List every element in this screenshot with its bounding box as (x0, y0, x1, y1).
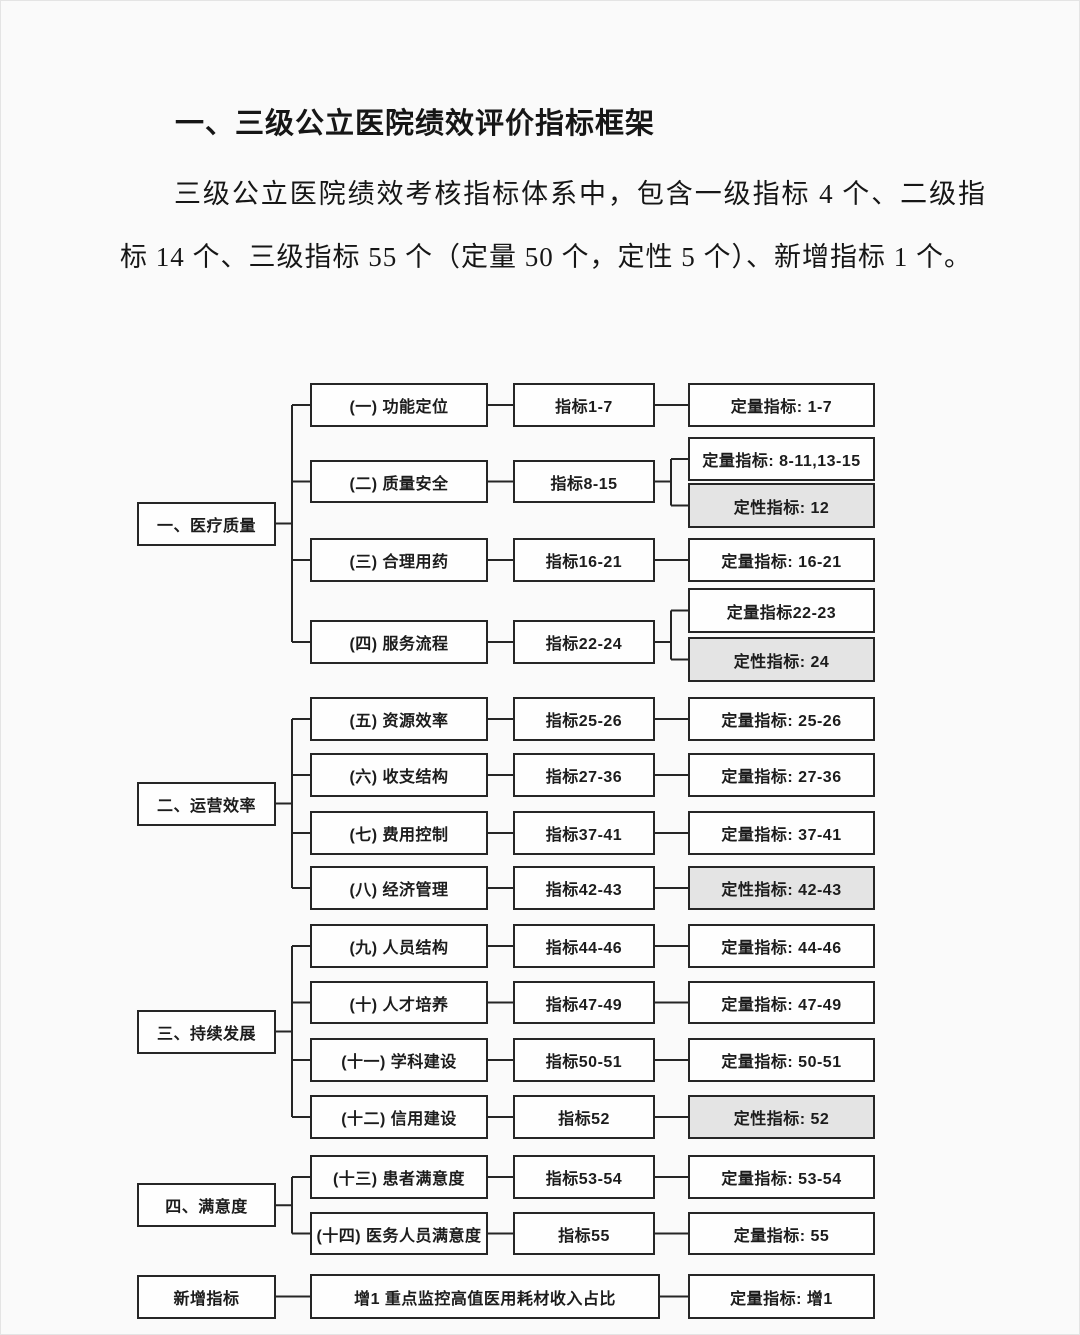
category-box: (十) 人才培养 (310, 981, 488, 1024)
category-box: (四) 服务流程 (310, 620, 488, 664)
category-box: (十四) 医务人员满意度 (310, 1212, 488, 1255)
indicator-range-box: 指标55 (513, 1212, 655, 1255)
level1-box: 三、持续发展 (137, 1010, 276, 1054)
qualitative-output-box: 定性指标: 12 (688, 483, 875, 528)
indicator-range-box: 指标47-49 (513, 981, 655, 1024)
qualitative-output-box: 定性指标: 24 (688, 637, 875, 682)
level1-box: 一、医疗质量 (137, 502, 276, 546)
indicator-range-box: 指标44-46 (513, 924, 655, 968)
indicator-range-box: 指标42-43 (513, 866, 655, 910)
category-box: (六) 收支结构 (310, 753, 488, 797)
new-indicator-box: 增1 重点监控高值医用耗材收入占比 (310, 1274, 660, 1319)
quantitative-output-box: 定量指标: 27-36 (688, 753, 875, 797)
level1-box: 新增指标 (137, 1275, 276, 1319)
quantitative-output-box: 定量指标: 50-51 (688, 1038, 875, 1082)
quantitative-output-box: 定量指标: 16-21 (688, 538, 875, 582)
category-box: (一) 功能定位 (310, 383, 488, 427)
quantitative-output-box: 定量指标: 37-41 (688, 811, 875, 855)
category-box: (十三) 患者满意度 (310, 1155, 488, 1199)
indicator-range-box: 指标27-36 (513, 753, 655, 797)
category-box: (三) 合理用药 (310, 538, 488, 582)
indicator-range-box: 指标53-54 (513, 1155, 655, 1199)
category-box: (九) 人员结构 (310, 924, 488, 968)
quantitative-output-box: 定量指标: 55 (688, 1212, 875, 1255)
quantitative-output-box: 定量指标: 53-54 (688, 1155, 875, 1199)
category-box: (五) 资源效率 (310, 697, 488, 741)
level1-box: 四、满意度 (137, 1183, 276, 1227)
category-box: (十二) 信用建设 (310, 1095, 488, 1139)
indicator-range-box: 指标52 (513, 1095, 655, 1139)
indicator-range-box: 指标50-51 (513, 1038, 655, 1082)
category-box: (十一) 学科建设 (310, 1038, 488, 1082)
intro-paragraph: 三级公立医院绩效考核指标体系中，包含一级指标 4 个、二级指标 14 个、三级指… (120, 179, 986, 272)
level1-box: 二、运营效率 (137, 782, 276, 826)
quantitative-output-box: 定量指标: 44-46 (688, 924, 875, 968)
qualitative-output-box: 定性指标: 52 (688, 1095, 875, 1139)
quantitative-output-box: 定量指标22-23 (688, 588, 875, 633)
page-title: 一、三级公立医院绩效评价指标框架 (175, 108, 656, 140)
quantitative-output-box: 定量指标: 25-26 (688, 697, 875, 741)
indicator-range-box: 指标22-24 (513, 620, 655, 664)
indicator-range-box: 指标25-26 (513, 697, 655, 741)
quantitative-output-box: 定量指标: 8-11,13-15 (688, 437, 875, 481)
indicator-range-box: 指标16-21 (513, 538, 655, 582)
indicator-range-box: 指标1-7 (513, 383, 655, 427)
quantitative-output-box: 定量指标: 增1 (688, 1274, 875, 1319)
qualitative-output-box: 定性指标: 42-43 (688, 866, 875, 910)
indicator-range-box: 指标37-41 (513, 811, 655, 855)
category-box: (八) 经济管理 (310, 866, 488, 910)
category-box: (七) 费用控制 (310, 811, 488, 855)
quantitative-output-box: 定量指标: 1-7 (688, 383, 875, 427)
indicator-range-box: 指标8-15 (513, 460, 655, 503)
quantitative-output-box: 定量指标: 47-49 (688, 981, 875, 1024)
category-box: (二) 质量安全 (310, 460, 488, 503)
